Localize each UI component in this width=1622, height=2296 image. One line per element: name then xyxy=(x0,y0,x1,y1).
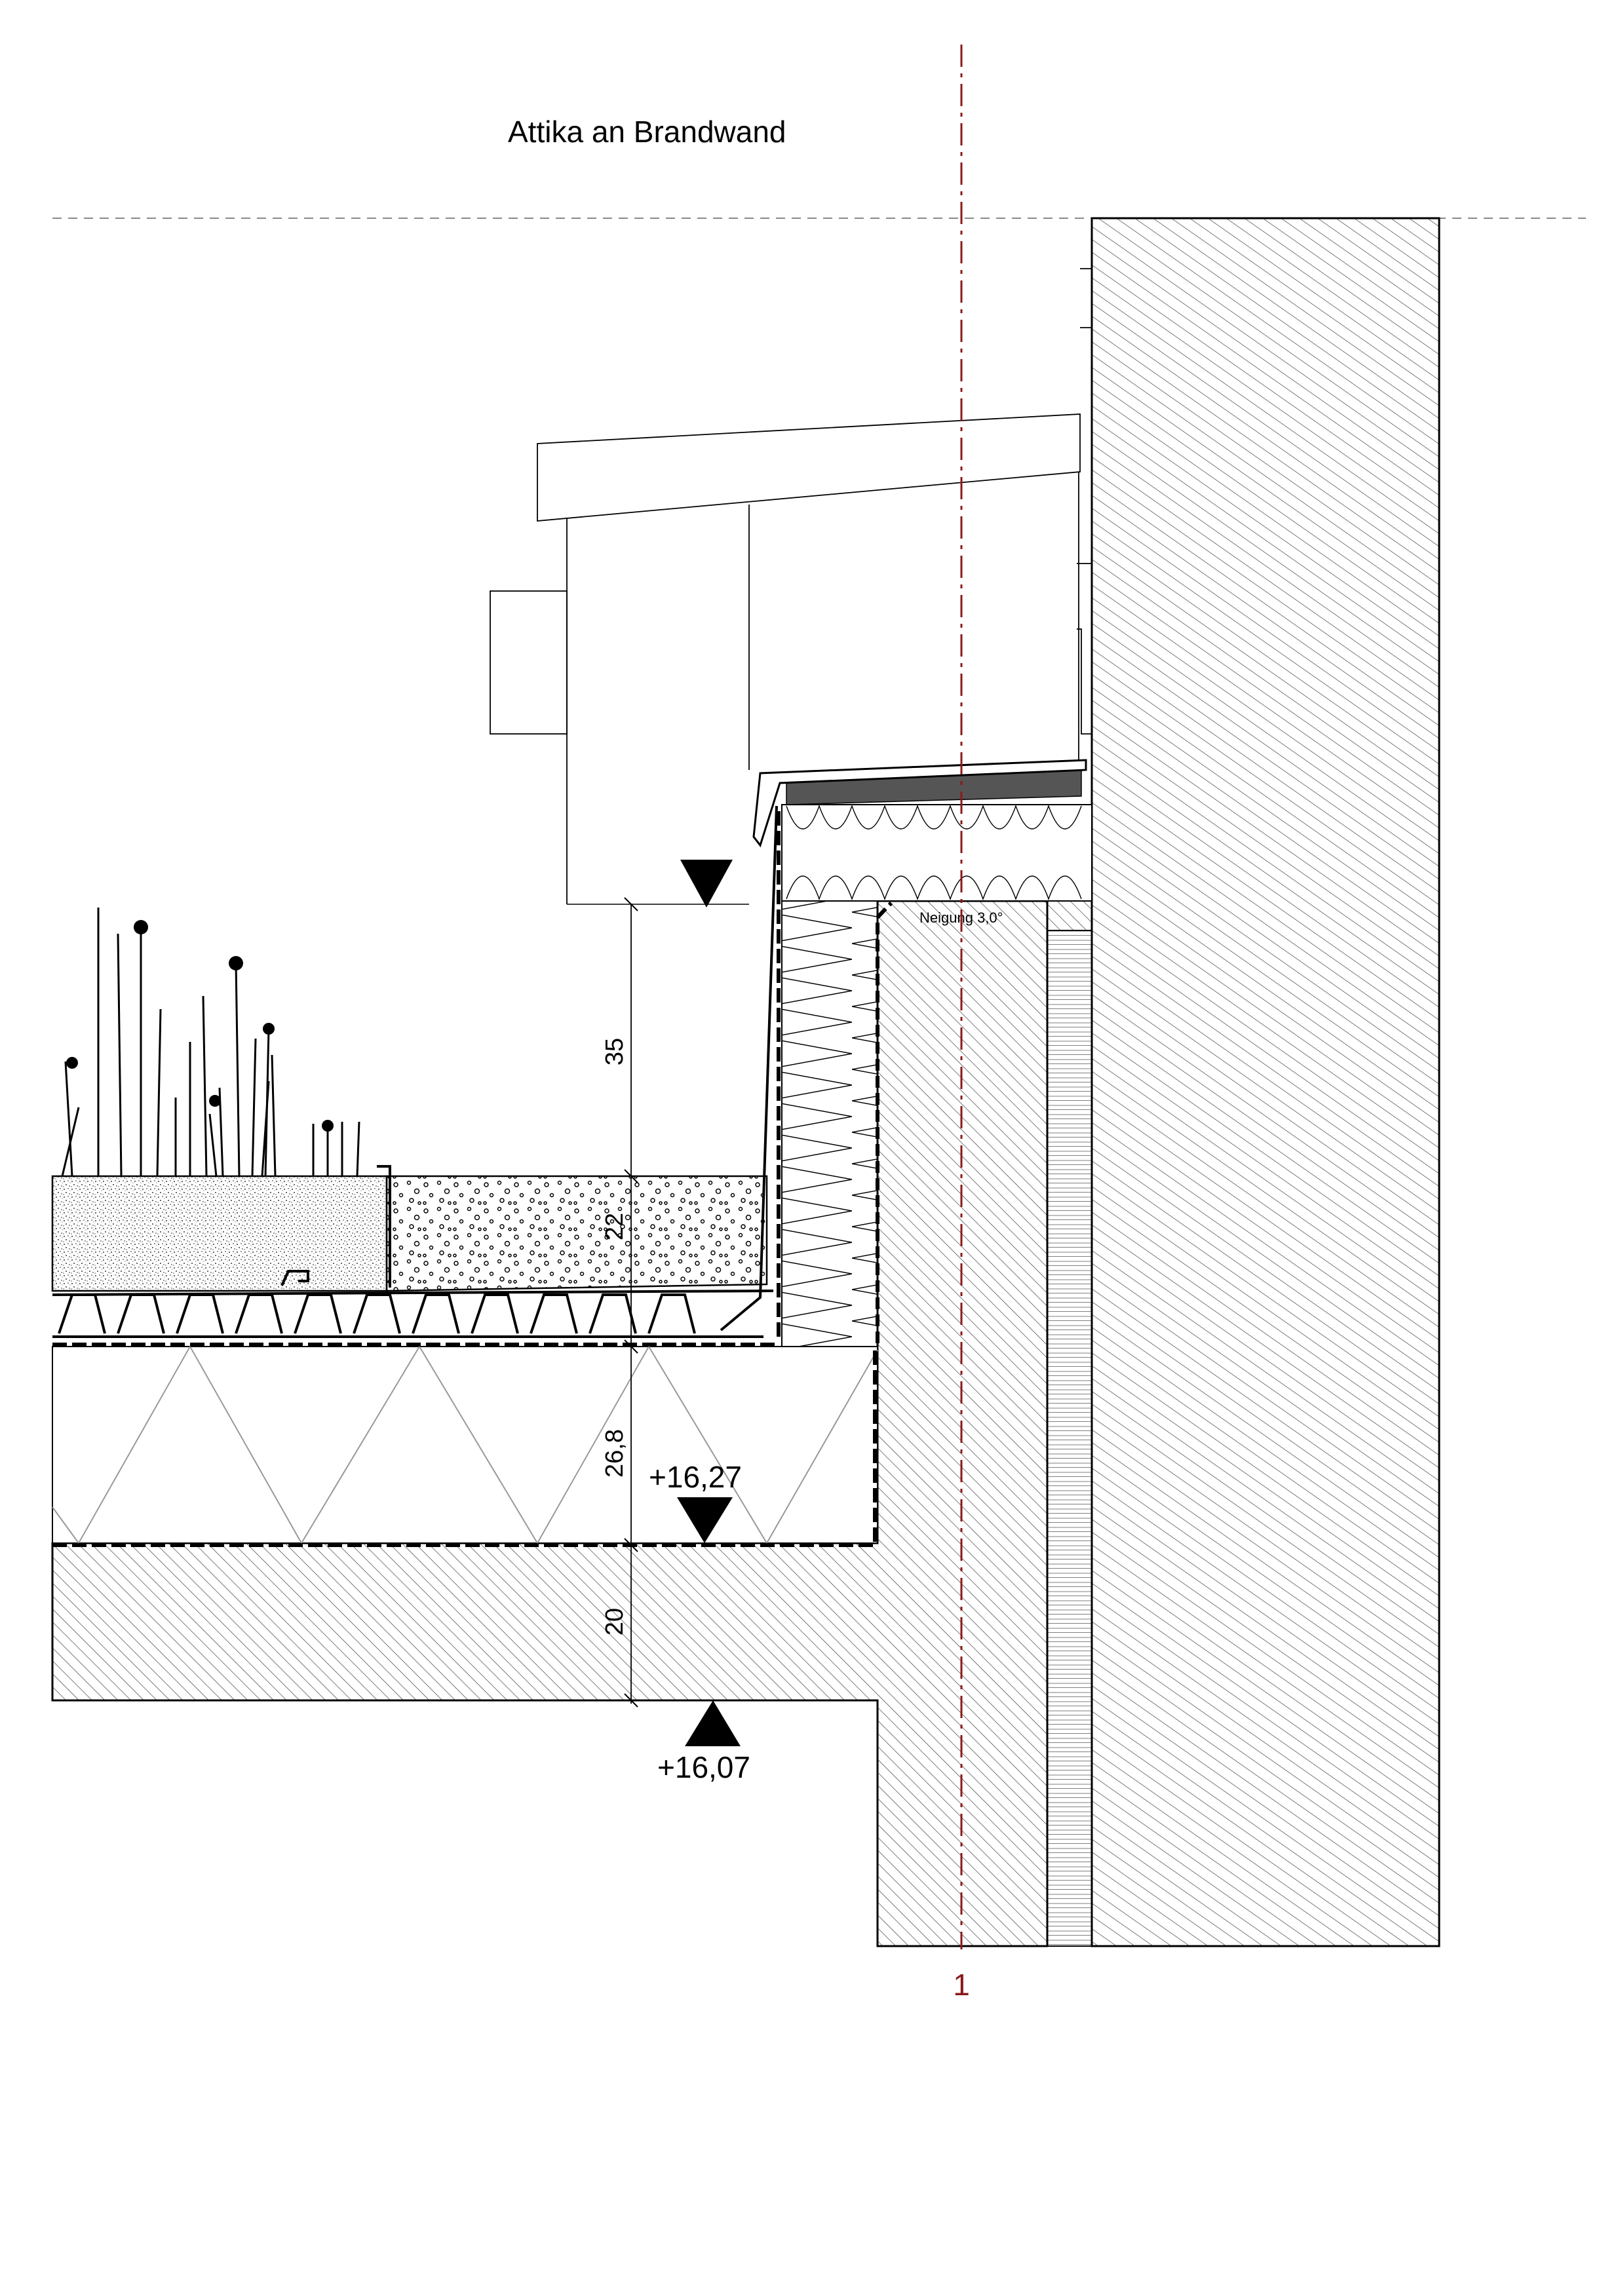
drainage-mat xyxy=(52,805,778,1338)
waterproofing-membrane xyxy=(52,806,781,1347)
dimension-ticks xyxy=(624,897,638,1708)
dimension-26-8: 26,8 xyxy=(601,1429,628,1478)
neighbour-coping xyxy=(490,268,1092,904)
level-top: +16,27 xyxy=(649,1460,742,1494)
vegetation-seedheads xyxy=(66,920,334,1132)
gravel-strip xyxy=(385,1175,768,1292)
dimension-20: 20 xyxy=(601,1608,628,1636)
edge-profile xyxy=(280,1165,391,1288)
level-marker-top-triangle xyxy=(677,1497,733,1543)
green-roof-substrate xyxy=(51,1175,388,1292)
axis-label: 1 xyxy=(953,1968,970,2002)
level-marker-upper-triangle xyxy=(680,860,733,908)
drawing-title: Attika an Brandwand xyxy=(508,115,786,149)
firewall xyxy=(1091,217,1440,1947)
vapour-barrier xyxy=(52,1350,877,1547)
level-marker-bottom-triangle xyxy=(685,1700,741,1746)
cladding-layer xyxy=(1047,930,1092,1947)
coping-flashing xyxy=(752,759,1087,848)
dimension-22: 22 xyxy=(601,1213,628,1240)
dimension-35: 35 xyxy=(601,1038,628,1065)
roof-insulation xyxy=(52,1345,878,1544)
parapet-top-insulation xyxy=(781,804,1092,902)
level-bottom: +16,07 xyxy=(657,1750,750,1784)
membrane-upstand xyxy=(876,901,893,1343)
cross-batten xyxy=(1047,900,1092,931)
vegetation xyxy=(61,908,360,1177)
